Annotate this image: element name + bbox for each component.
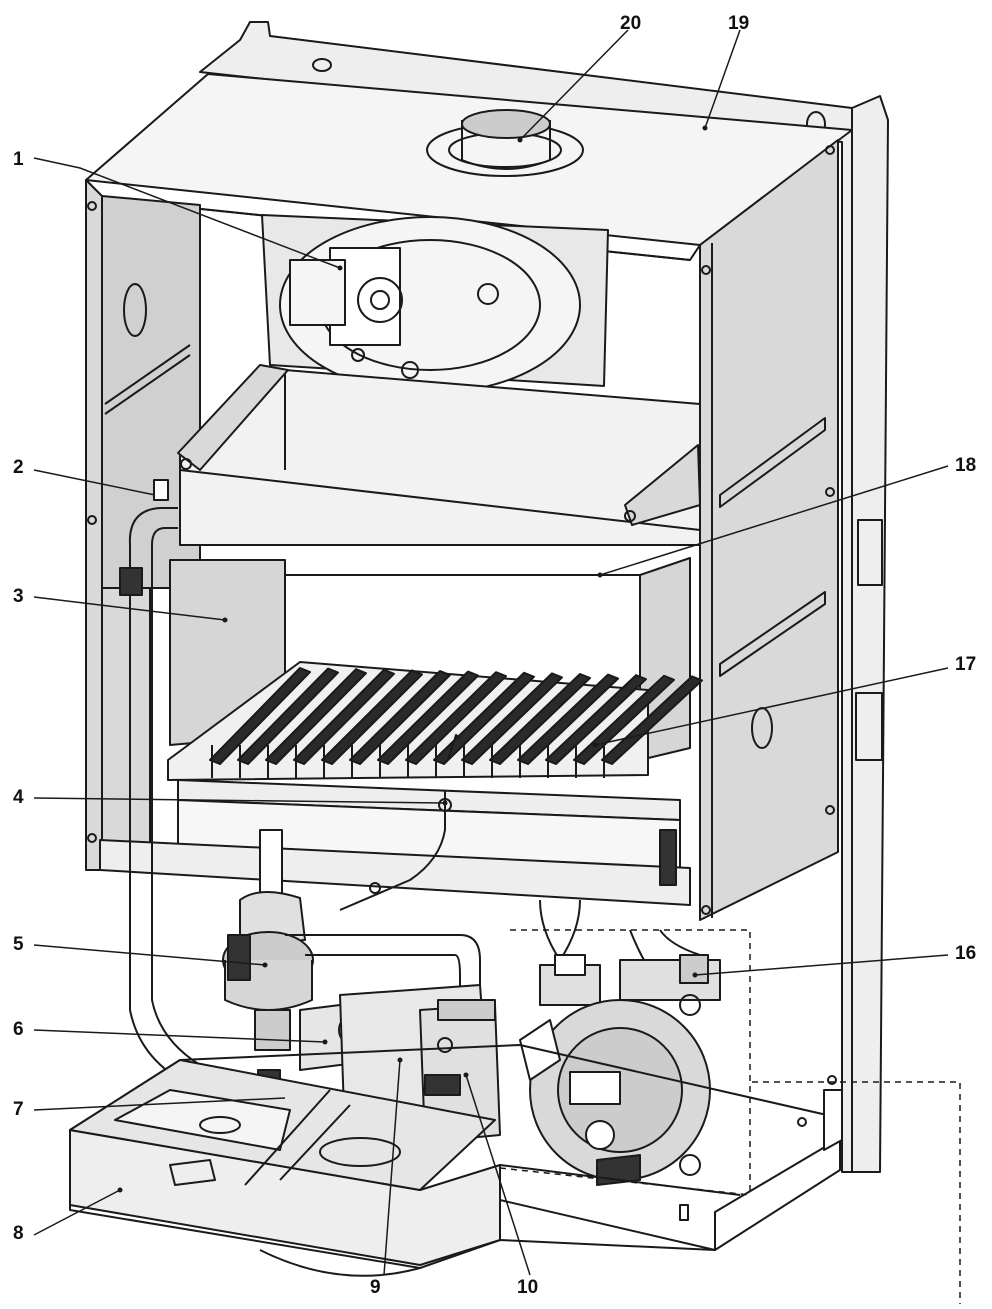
burner-bar: [377, 670, 479, 765]
callout-3: 3: [13, 586, 24, 607]
burner-bar: [293, 668, 395, 765]
callout-18: 18: [955, 455, 977, 476]
burner-bar: [461, 672, 563, 765]
burner-bar: [545, 674, 647, 765]
callout-6: 6: [13, 1019, 24, 1040]
burner-bar: [209, 667, 311, 765]
callout-4: 4: [13, 787, 24, 808]
callout-17: 17: [955, 654, 977, 675]
burner-bar: [349, 670, 451, 765]
left-side-panel: [85, 179, 201, 871]
burner-bar: [265, 668, 367, 765]
callout-10: 10: [517, 1277, 539, 1298]
burner-bar: [237, 667, 339, 765]
burner-bar: [405, 671, 507, 765]
callout-8: 8: [13, 1223, 24, 1244]
leader-lines: [33, 29, 949, 1276]
pump: [519, 899, 721, 1186]
burner: [167, 661, 703, 781]
callout-5: 5: [13, 934, 24, 955]
flue-outlet: [426, 109, 584, 177]
burner-bar: [573, 674, 675, 765]
callout-16: 16: [955, 943, 977, 964]
burner-manifold: [99, 734, 691, 911]
burner-bar: [433, 671, 535, 765]
burner-bar: [321, 669, 423, 765]
callout-20: 20: [620, 13, 642, 34]
burner-bar: [601, 675, 703, 765]
burner-bar: [489, 673, 591, 765]
right-side-panel: [699, 139, 839, 921]
fan-assembly: [261, 214, 609, 394]
callout-9: 9: [370, 1277, 381, 1298]
callout-2: 2: [13, 457, 24, 478]
burner-bar: [517, 673, 619, 765]
callout-19: 19: [728, 13, 750, 34]
heat-exchanger: [177, 364, 701, 546]
leader-dots: [117, 125, 708, 1193]
callout-7: 7: [13, 1099, 24, 1120]
callout-1: 1: [13, 149, 24, 170]
base-tray: [69, 1044, 843, 1277]
